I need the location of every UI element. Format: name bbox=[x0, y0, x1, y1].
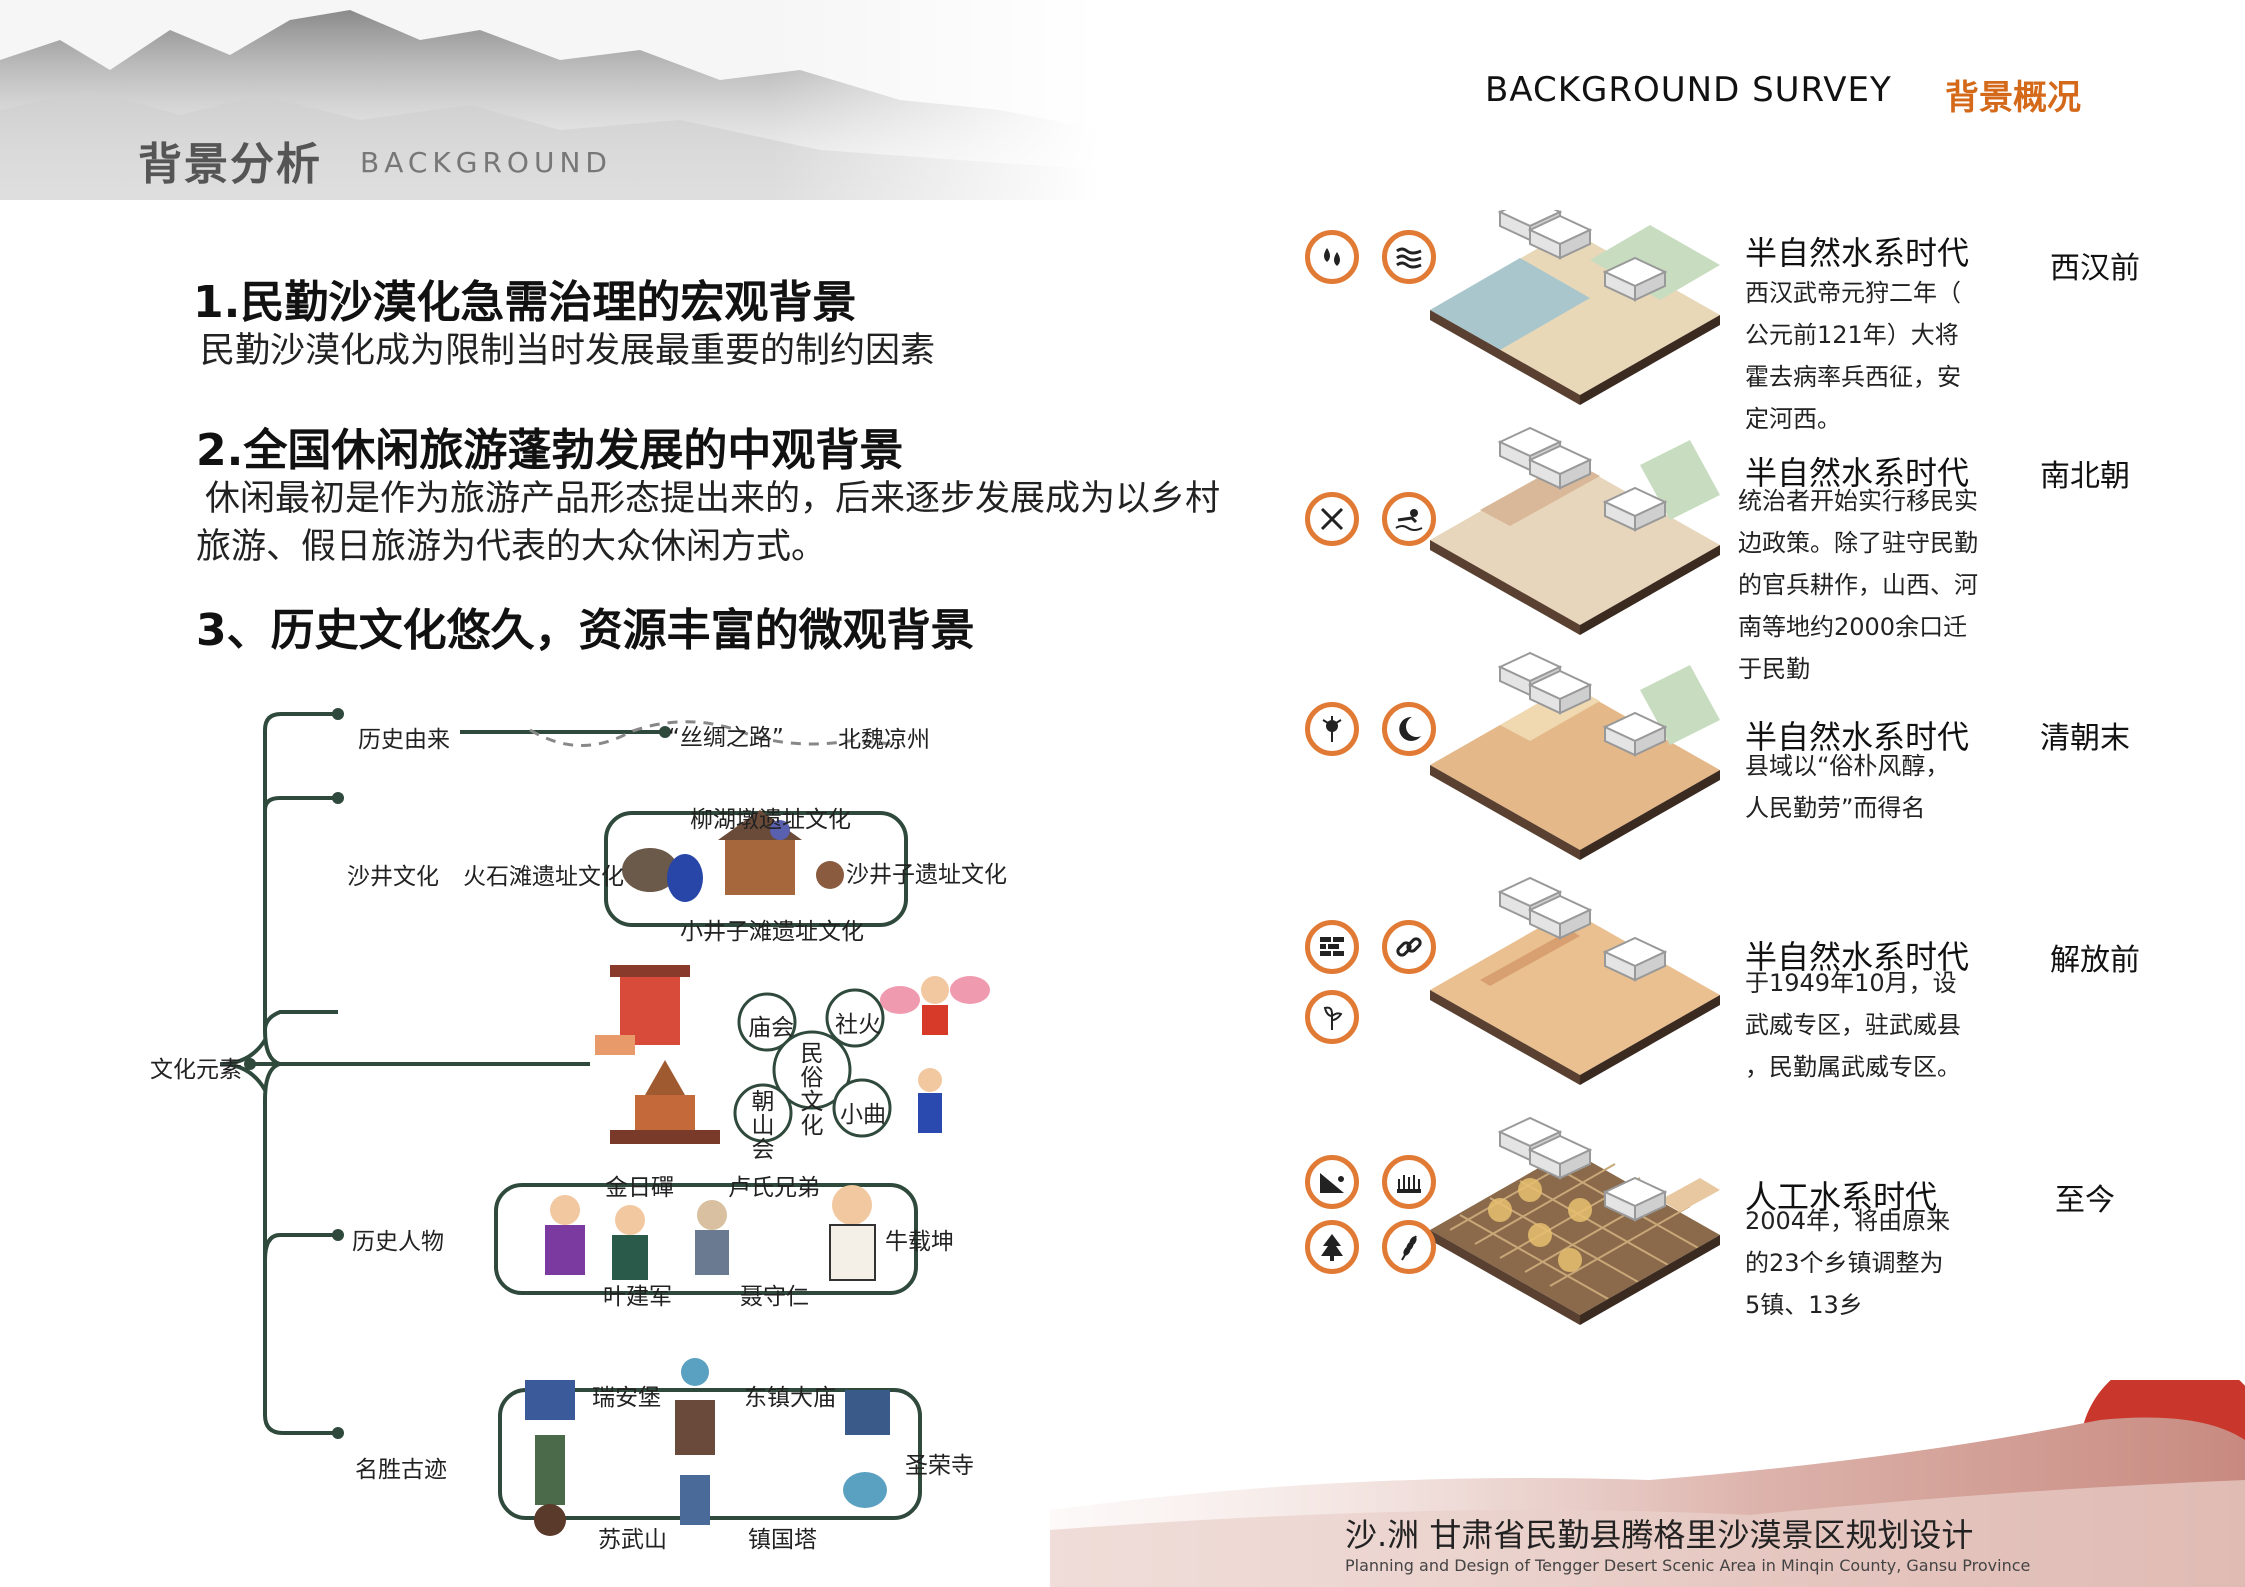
era-4-period: 解放前 bbox=[2050, 943, 2140, 978]
item-xiaoqu: 小曲 bbox=[840, 1102, 886, 1128]
crescent-moon-icon bbox=[1382, 702, 1436, 756]
item-ruian-fort: 瑞安堡 bbox=[592, 1385, 661, 1411]
swimmer-icon bbox=[1382, 492, 1436, 546]
section-text-1: 民勤沙漠化成为限制当时发展最重要的制约因素 bbox=[200, 331, 936, 371]
landslide-icon bbox=[1305, 1155, 1359, 1209]
item-ye-jianjun: 叶建军 bbox=[603, 1284, 672, 1310]
culture-mindmap bbox=[219, 708, 990, 1536]
item-zhenguo-pagoda: 镇国塔 bbox=[748, 1527, 817, 1553]
era-5-title: 人工水系时代 bbox=[1745, 1178, 1938, 1216]
item-shengrong-temple: 圣荣寺 bbox=[905, 1453, 974, 1479]
era-5-illustration bbox=[1430, 1117, 1720, 1325]
landmarks-illustration bbox=[525, 1358, 890, 1536]
section-text-2a: 休闲最初是作为旅游产品形态提出来的，后来逐步发展成为以乡村 bbox=[205, 479, 1221, 519]
footer-title: 沙.洲 甘肃省民勤县腾格里沙漠景区规划设计 bbox=[1345, 1516, 1974, 1554]
item-silk-road: “丝绸之路” bbox=[668, 725, 784, 751]
section-heading-2: 2.全国休闲旅游蓬勃发展的中观背景 bbox=[196, 425, 904, 476]
era-1-illustration bbox=[1430, 210, 1720, 405]
survey-title-en: BACKGROUND SURVEY bbox=[1485, 70, 1892, 110]
section-heading-1: 1.民勤沙漠化急需治理的宏观背景 bbox=[193, 277, 857, 328]
era-2-period: 南北朝 bbox=[2040, 459, 2130, 494]
wilted-plant-icon bbox=[1305, 990, 1359, 1044]
branch-scenic-sites: 名胜古迹 bbox=[355, 1457, 447, 1483]
era-3-desc: 县域以“俗朴风醇， 人民勤劳”而得名 bbox=[1745, 752, 1950, 822]
mindmap-root: 文化元素 bbox=[150, 1057, 242, 1083]
era-2-title: 半自然水系时代 bbox=[1745, 454, 1970, 492]
footer-subtitle: Planning and Design of Tengger Desert Sc… bbox=[1345, 1556, 2031, 1575]
era-4-title: 半自然水系时代 bbox=[1745, 938, 1970, 976]
era-3-period: 清朝末 bbox=[2040, 721, 2130, 756]
item-chaoshan-fair: 朝山会 bbox=[751, 1089, 775, 1163]
branch-historical-figures: 历史人物 bbox=[352, 1229, 444, 1255]
era-1-desc: 西汉武帝元狩二年（ 公元前121年）大将 霍去病率兵西征，安 定河西。 bbox=[1745, 279, 1961, 433]
chain-link-icon bbox=[1382, 920, 1436, 974]
thistle-icon bbox=[1305, 702, 1359, 756]
page-subtitle: BACKGROUND bbox=[360, 146, 612, 179]
era-1-period: 西汉前 bbox=[2050, 251, 2140, 286]
item-shajingzi: 沙井子遗址文化 bbox=[846, 862, 1007, 888]
pottery-illustration bbox=[622, 810, 844, 902]
era-2-illustration bbox=[1430, 427, 1720, 635]
item-huoshitan: 火石滩遗址文化 bbox=[463, 864, 624, 890]
grass-icon bbox=[1382, 1155, 1436, 1209]
page-title: 背景分析 bbox=[138, 139, 322, 190]
mountain-background bbox=[0, 0, 1100, 200]
figures-illustration bbox=[545, 1185, 876, 1281]
item-xiaojingzitan: 小井子滩遗址文化 bbox=[680, 919, 864, 945]
era-4-illustration bbox=[1430, 877, 1720, 1085]
item-north-wei: 北魏凉州 bbox=[838, 727, 930, 753]
item-suwu-mountain: 苏武山 bbox=[598, 1527, 667, 1553]
item-dongzhen-temple: 东镇大庙 bbox=[744, 1385, 836, 1411]
survey-title-cn: 背景概况 bbox=[1945, 78, 2081, 118]
item-temple-fair: 庙会 bbox=[748, 1015, 794, 1041]
wheat-icon bbox=[1382, 1220, 1436, 1274]
branch-history-origin: 历史由来 bbox=[358, 727, 450, 753]
item-lu-brothers: 卢氏兄弟 bbox=[728, 1175, 820, 1201]
section-text-2b: 旅游、假日旅游为代表的大众休闲方式。 bbox=[196, 527, 827, 567]
era-4-desc: 于1949年10月，设 武威专区，驻武威县 ，民勤属武威专区。 bbox=[1745, 969, 1961, 1081]
item-nie-shouren: 聂守仁 bbox=[740, 1284, 809, 1310]
brick-wall-icon bbox=[1305, 920, 1359, 974]
pine-tree-icon bbox=[1305, 1220, 1359, 1274]
era-3-illustration bbox=[1430, 652, 1720, 860]
section-heading-3: 3、历史文化悠久，资源丰富的微观背景 bbox=[196, 605, 975, 656]
item-niu-zaikun: 牛载坤 bbox=[885, 1229, 954, 1255]
item-folk-culture: 民俗文化 bbox=[800, 1041, 824, 1139]
dancer-illustration bbox=[880, 976, 990, 1133]
waves-icon bbox=[1382, 230, 1436, 284]
farming-tools-icon bbox=[1305, 492, 1359, 546]
branch-shajing-culture: 沙井文化 bbox=[347, 864, 439, 890]
era-3-title: 半自然水系时代 bbox=[1745, 718, 1970, 756]
era-5-period: 至今 bbox=[2055, 1183, 2115, 1218]
item-jin-ridi: 金日磾 bbox=[605, 1175, 674, 1201]
temple-illustration bbox=[595, 965, 720, 1144]
item-shehuo: 社火 bbox=[835, 1012, 881, 1038]
footer-decoration bbox=[1050, 1380, 2245, 1587]
era-5-desc: 2004年，将由原来 的23个乡镇调整为 5镇、13乡 bbox=[1745, 1207, 1951, 1319]
water-drops-icon bbox=[1305, 230, 1359, 284]
era-2-desc: 统治者开始实行移民实 边政策。除了驻守民勤 的官兵耕作，山西、河 南等地约200… bbox=[1738, 487, 1978, 683]
era-illustrations bbox=[1430, 210, 1720, 1325]
item-liuhudun: 柳湖墩遗址文化 bbox=[690, 807, 851, 833]
era-1-title: 半自然水系时代 bbox=[1745, 234, 1970, 272]
